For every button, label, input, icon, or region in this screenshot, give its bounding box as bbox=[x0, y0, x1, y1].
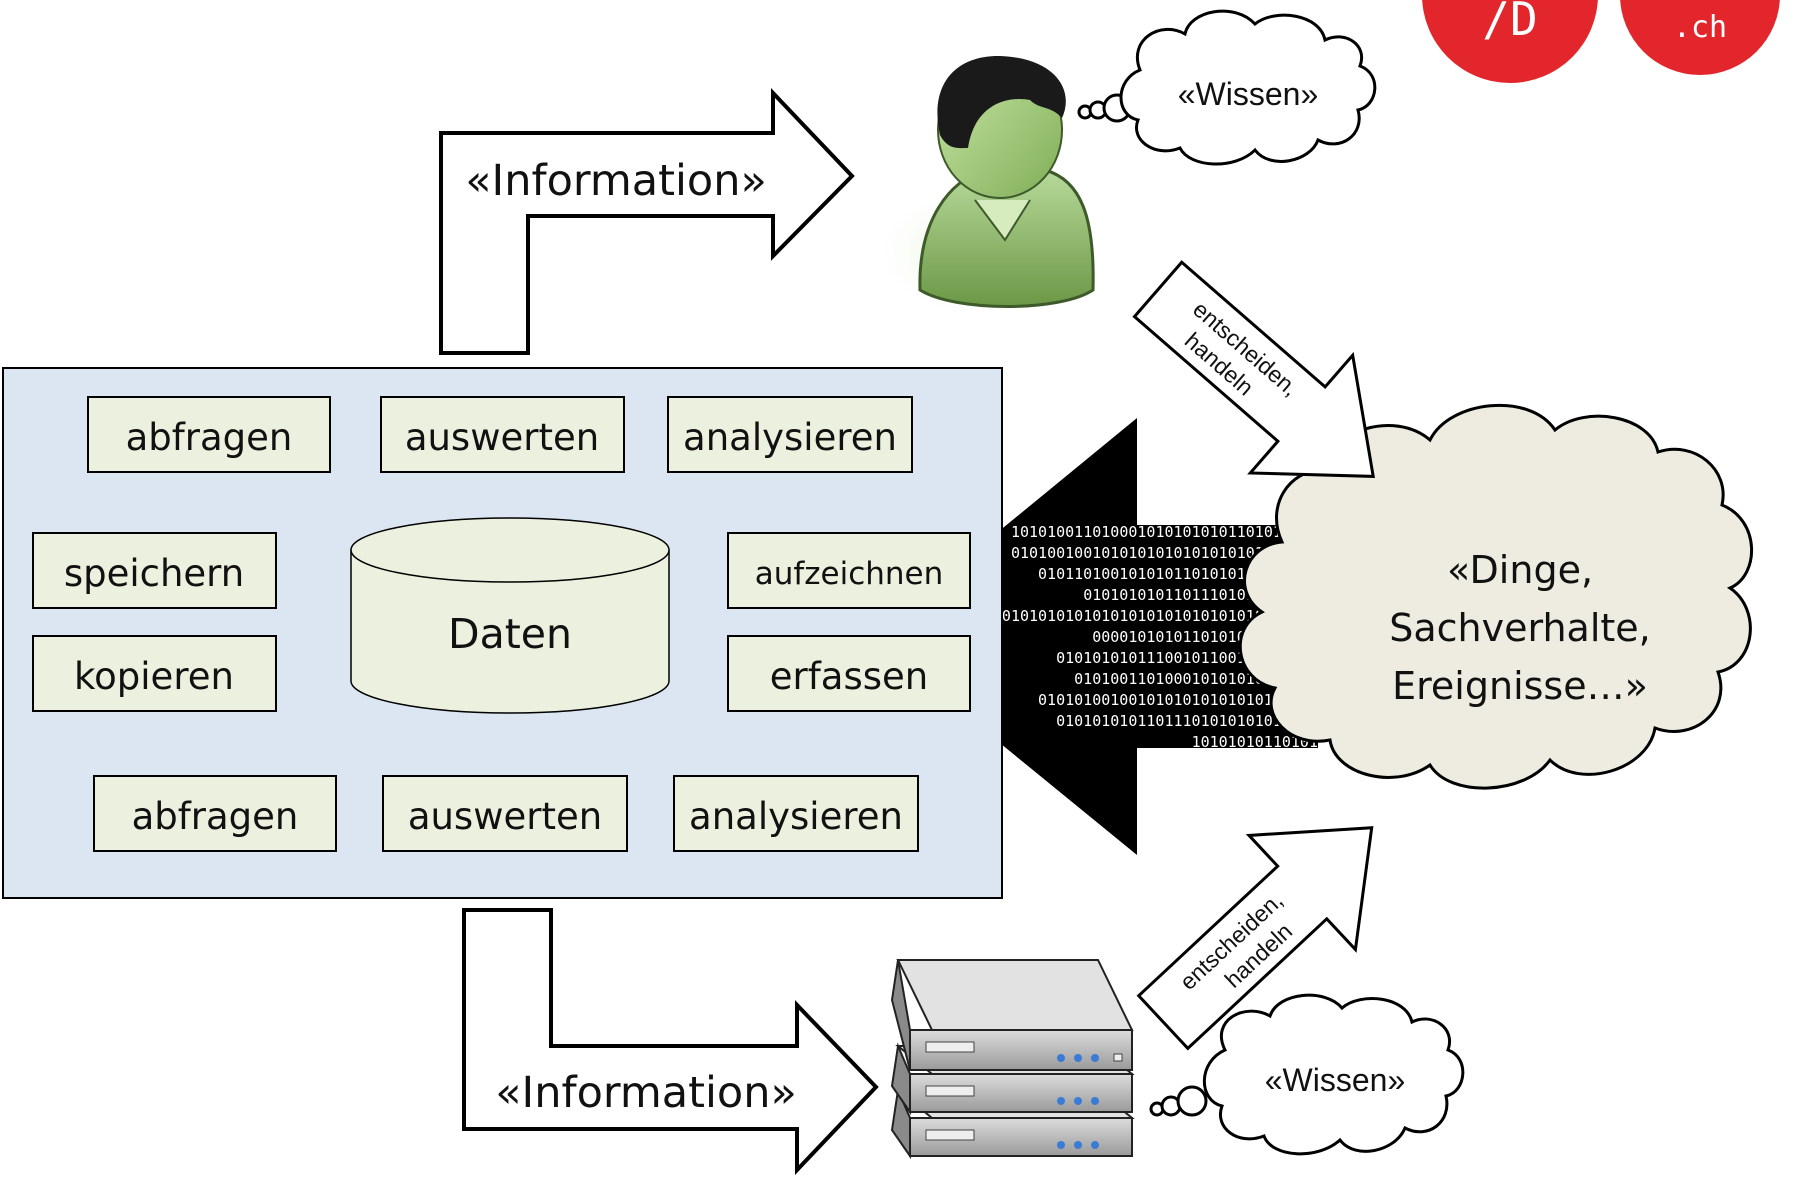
person-icon bbox=[870, 55, 1095, 315]
op-box-aufzeichnen: aufzeichnen bbox=[727, 532, 971, 609]
server-unit bbox=[890, 959, 1134, 1071]
world-label-line-3: Ereignisse…» bbox=[1392, 664, 1648, 708]
wissen-label-bottom: «Wissen» bbox=[1265, 1062, 1406, 1098]
op-label: abfragen bbox=[132, 795, 299, 838]
decide-arrow-top: entscheiden, handeln bbox=[1132, 260, 1375, 478]
op-box-bottom-auswerten: auswerten bbox=[382, 775, 628, 852]
op-label: auswerten bbox=[408, 795, 602, 838]
op-label: abfragen bbox=[126, 416, 293, 459]
op-label: auswerten bbox=[405, 416, 599, 459]
server-stack-icon bbox=[890, 959, 1135, 1160]
op-box-speichern: speichern bbox=[32, 532, 277, 609]
op-label: speichern bbox=[64, 552, 244, 595]
op-label: aufzeichnen bbox=[755, 556, 944, 592]
logo-circle-left bbox=[1422, 0, 1598, 83]
binary-row: 1010100110100010101010101101011010 bbox=[1011, 523, 1318, 541]
information-arrow-bottom: «Information» bbox=[462, 908, 879, 1176]
op-box-bottom-analysieren: analysieren bbox=[673, 775, 919, 852]
binary-row: 10101011010 bbox=[1219, 754, 1318, 772]
binary-row: 10101010110101 bbox=[1192, 733, 1318, 751]
logo-text-right: .ch bbox=[1673, 10, 1727, 45]
op-label: kopieren bbox=[74, 655, 234, 698]
thought-cloud-bottom: «Wissen» bbox=[1149, 993, 1465, 1156]
binary-row: 0001010 bbox=[1255, 796, 1318, 814]
binary-row: 01010101011011101010101010101 bbox=[1056, 712, 1318, 730]
thought-cloud-top: «Wissen» bbox=[1077, 9, 1377, 166]
logo-group: /D .ch bbox=[1422, 0, 1780, 83]
binary-row: 0101001001010101010101010101010101 bbox=[1011, 544, 1318, 562]
capture-arrow-shape bbox=[870, 418, 1318, 855]
op-box-top-analysieren: analysieren bbox=[667, 396, 913, 473]
logo-circle-right bbox=[1620, 0, 1780, 75]
logo-text-left: /D bbox=[1482, 0, 1537, 46]
op-box-top-auswerten: auswerten bbox=[380, 396, 625, 473]
binary-row: 0101010010010101010101010101010 bbox=[1038, 691, 1318, 709]
database-label: Daten bbox=[448, 610, 572, 658]
world-cloud: «Dinge, Sachverhalte, Ereignisse…» bbox=[1238, 403, 1753, 790]
binary-row: 0101011010101010101010101010101010101010… bbox=[939, 607, 1318, 625]
information-label-bottom: «Information» bbox=[495, 1068, 797, 1118]
op-box-bottom-abfragen: abfragen bbox=[93, 775, 337, 852]
information-arrow-top: «Information» bbox=[439, 87, 855, 355]
wissen-label-top: «Wissen» bbox=[1178, 76, 1319, 112]
world-label-line-2: Sachverhalte, bbox=[1389, 606, 1651, 650]
information-label-top: «Information» bbox=[465, 156, 767, 206]
data-panel: abfragen auswerten analysieren speichern… bbox=[2, 367, 1003, 899]
binary-row: 101011100 bbox=[1237, 775, 1318, 793]
op-box-erfassen: erfassen bbox=[727, 635, 971, 712]
world-label-line-1: «Dinge, bbox=[1447, 548, 1593, 592]
op-label: erfassen bbox=[770, 655, 928, 698]
op-label: analysieren bbox=[683, 416, 897, 459]
op-box-kopieren: kopieren bbox=[32, 635, 277, 712]
op-label: analysieren bbox=[689, 795, 903, 838]
op-box-top-abfragen: abfragen bbox=[87, 396, 331, 473]
database-cylinder: Daten bbox=[350, 517, 670, 714]
